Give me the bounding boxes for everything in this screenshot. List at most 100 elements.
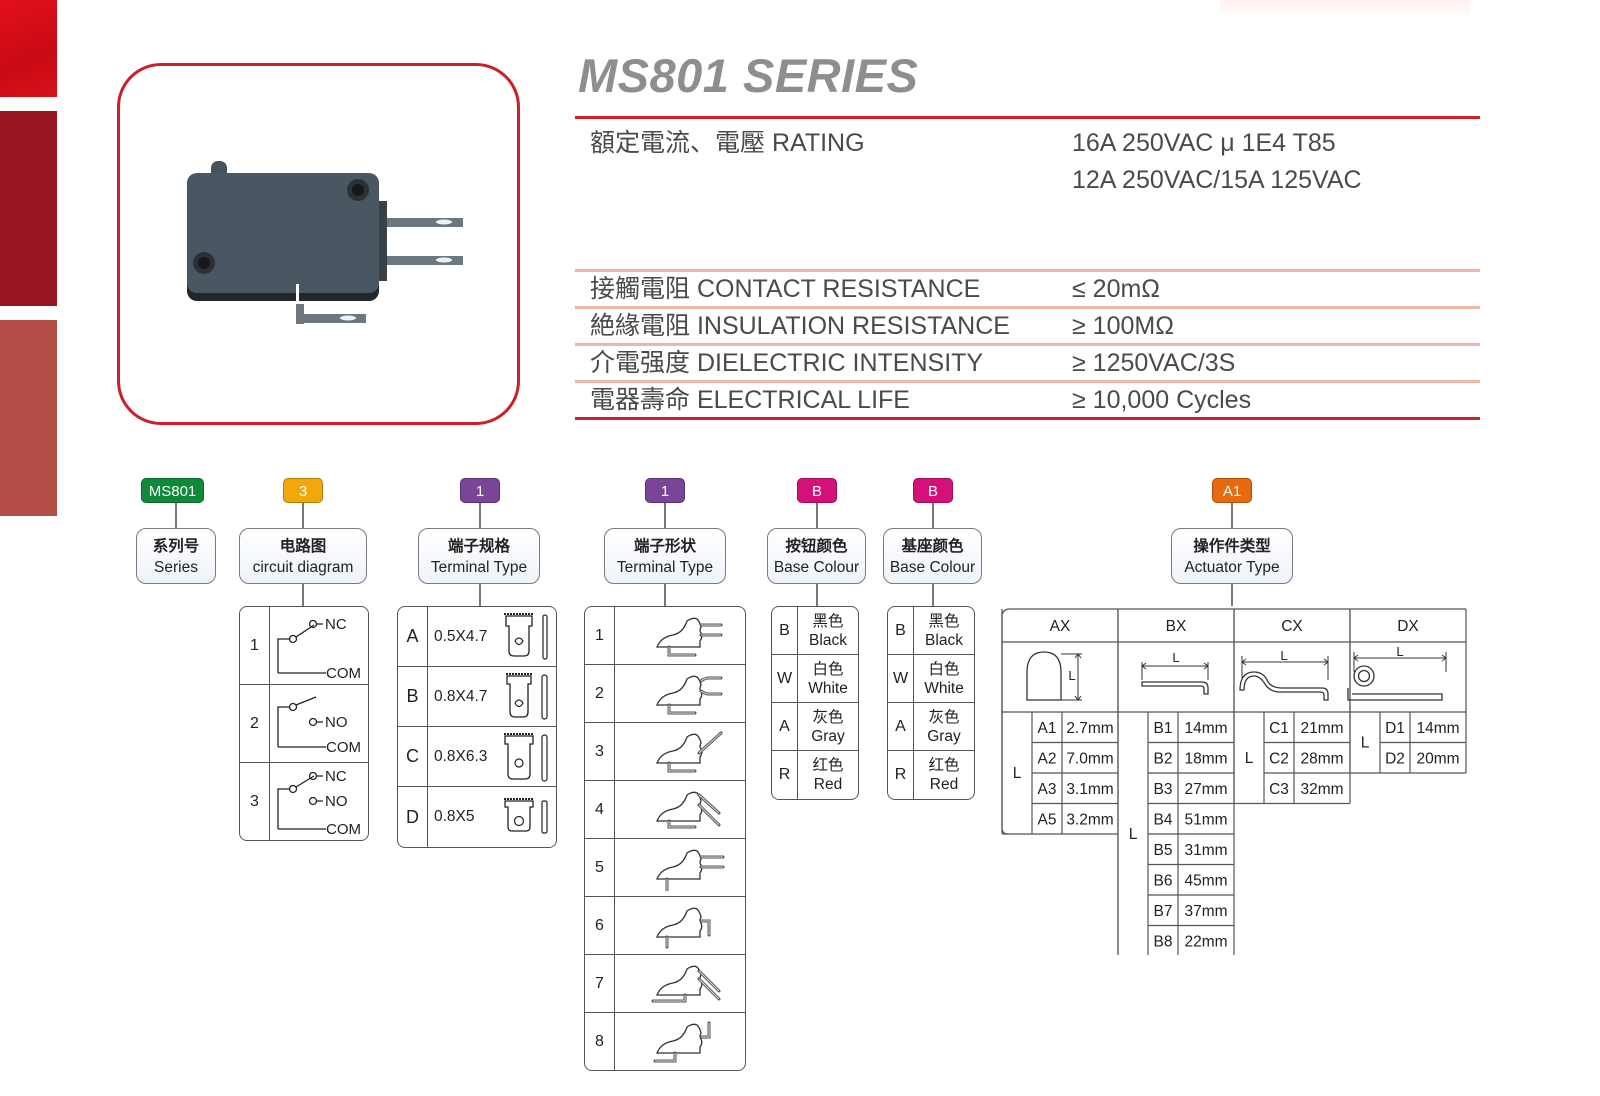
category-zh: 按钮颜色: [785, 538, 848, 555]
actuator-length: 32mm: [1300, 781, 1343, 798]
table-row: 1: [585, 607, 745, 665]
circuit-number: 3: [240, 763, 270, 840]
actuator-code: B3: [1154, 781, 1173, 798]
circuit-nc-no-com-icon: NC NO COM: [277, 768, 361, 838]
terminal-size-cell: 0.5X4.7: [428, 607, 556, 667]
table-row: C 0.8X6.3: [398, 727, 556, 787]
spec-divider: [575, 417, 1480, 420]
category-button-colour: 按钮颜色 Base Colour: [767, 528, 866, 584]
connector-line: [302, 584, 304, 606]
category-en: Series: [154, 559, 198, 576]
terminal-shape-cell: [615, 781, 745, 839]
actuator-length: 18mm: [1184, 751, 1227, 768]
spec-row-rating: 額定電流、電壓 RATING 16A 250VAC μ 1E4 T85 12A …: [575, 119, 1480, 269]
code-badge-circuit: 3: [283, 478, 323, 503]
spec-value: ≤ 20mΩ: [1072, 275, 1160, 303]
colour-zh: 红色: [928, 757, 960, 774]
actuator-ax-icon: [1026, 651, 1062, 701]
spec-value: 16A 250VAC μ 1E4 T85 12A 250VAC/15A 125V…: [1072, 125, 1480, 269]
terminal-size-cell: 0.8X5: [428, 787, 556, 847]
colour-zh: 黑色: [928, 612, 960, 630]
terminal-shape-table: 1 2 3 4 5 6 7 8: [584, 606, 746, 1071]
category-zh: 系列号: [152, 538, 200, 555]
actuator-length: 2.7mm: [1066, 720, 1113, 737]
spec-row-insulation-resistance: 絶緣電阻 INSULATION RESISTANCE ≥ 100MΩ: [575, 309, 1480, 343]
terminal-letter: D: [398, 787, 428, 847]
colour-zh: 灰色: [812, 708, 844, 726]
colour-code: R: [772, 751, 798, 799]
terminal-shape-2-icon: [656, 675, 723, 715]
colour-zh: 灰色: [928, 708, 960, 726]
actuator-code: D1: [1385, 720, 1405, 737]
category-base-colour: 基座颜色 Base Colour: [883, 528, 982, 584]
connector-line: [1231, 503, 1233, 528]
category-en: Base Colour: [773, 559, 860, 576]
terminal-letter: A: [398, 607, 428, 667]
circuit-diagram-cell: NC NO COM: [270, 763, 368, 840]
code-badge-base-colour: B: [913, 478, 953, 503]
category-series: 系列号 Series: [136, 528, 216, 584]
actuator-length: 3.2mm: [1066, 812, 1113, 829]
actuator-code: A2: [1038, 751, 1057, 768]
colour-en: Black: [925, 631, 963, 649]
spec-row-contact-resistance: 接觸電阻 CONTACT RESISTANCE ≤ 20mΩ: [575, 272, 1480, 306]
side-color-block-red: [0, 0, 57, 97]
spec-label: 絶緣電阻 INSULATION RESISTANCE: [590, 312, 1010, 340]
connector-line: [479, 503, 481, 528]
colour-zh: 白色: [928, 660, 960, 678]
category-en: circuit diagram: [252, 559, 354, 576]
spec-label: 接觸電阻 CONTACT RESISTANCE: [590, 275, 981, 303]
terminal-label: NO: [325, 793, 348, 810]
terminal-size: 0.8X5: [434, 808, 475, 825]
micro-switch-image: [187, 161, 463, 324]
terminal-shape-4-icon: [656, 791, 721, 829]
side-color-block-brick: [0, 320, 57, 516]
dimension-label: L: [1129, 826, 1138, 843]
table-row: 7: [585, 955, 745, 1013]
terminal-shape-5-icon: [656, 849, 725, 893]
dimension-label: L: [1245, 750, 1254, 767]
table-row: 8: [585, 1013, 745, 1070]
actuator-code: C2: [1269, 751, 1289, 768]
connector-line: [302, 503, 304, 528]
colour-zh: 黑色: [812, 612, 844, 630]
spec-label: 電器壽命 ELECTRICAL LIFE: [590, 386, 910, 414]
actuator-length: 14mm: [1184, 720, 1227, 737]
actuator-length: 51mm: [1184, 812, 1227, 829]
terminal-size: 0.8X4.7: [434, 687, 488, 705]
connector-line: [664, 584, 666, 606]
terminal-shape-3-icon: [656, 731, 723, 773]
colour-code: B: [888, 607, 914, 655]
actuator-length: 28mm: [1300, 751, 1343, 768]
colour-en: Gray: [811, 727, 845, 745]
quick-connect-tab-icon: [504, 733, 548, 782]
spec-table: 額定電流、電壓 RATING 16A 250VAC μ 1E4 T85 12A …: [575, 116, 1480, 420]
actuator-group-bx: BX: [1166, 618, 1187, 635]
shape-number: 2: [585, 665, 615, 723]
spec-divider: [575, 380, 1480, 383]
category-actuator-type: 操作件类型 Actuator Type: [1171, 528, 1293, 584]
colour-zh: 白色: [812, 660, 844, 678]
spec-row-dielectric-intensity: 介電强度 DIELECTRIC INTENSITY ≥ 1250VAC/3S: [575, 346, 1480, 380]
actuator-group-dx: DX: [1397, 618, 1419, 635]
actuator-length: 14mm: [1416, 720, 1459, 737]
circuit-number: 2: [240, 685, 270, 763]
dimension-label: L: [1013, 765, 1022, 782]
circuit-diagram-cell: NC COM: [270, 607, 368, 685]
terminal-shape-cell: [615, 955, 745, 1013]
category-zh: 端子形状: [633, 538, 696, 555]
spec-label: 額定電流、電壓 RATING: [590, 129, 865, 157]
table-row: 6: [585, 897, 745, 955]
terminal-letter: C: [398, 727, 428, 787]
actuator-code: B6: [1154, 873, 1173, 890]
rating-value-2: 12A 250VAC/15A 125VAC: [1072, 166, 1362, 194]
quick-connect-tab-icon: [506, 673, 548, 720]
table-row: 3 NC NO COM: [240, 763, 368, 840]
category-zh: 电路图: [279, 538, 327, 555]
